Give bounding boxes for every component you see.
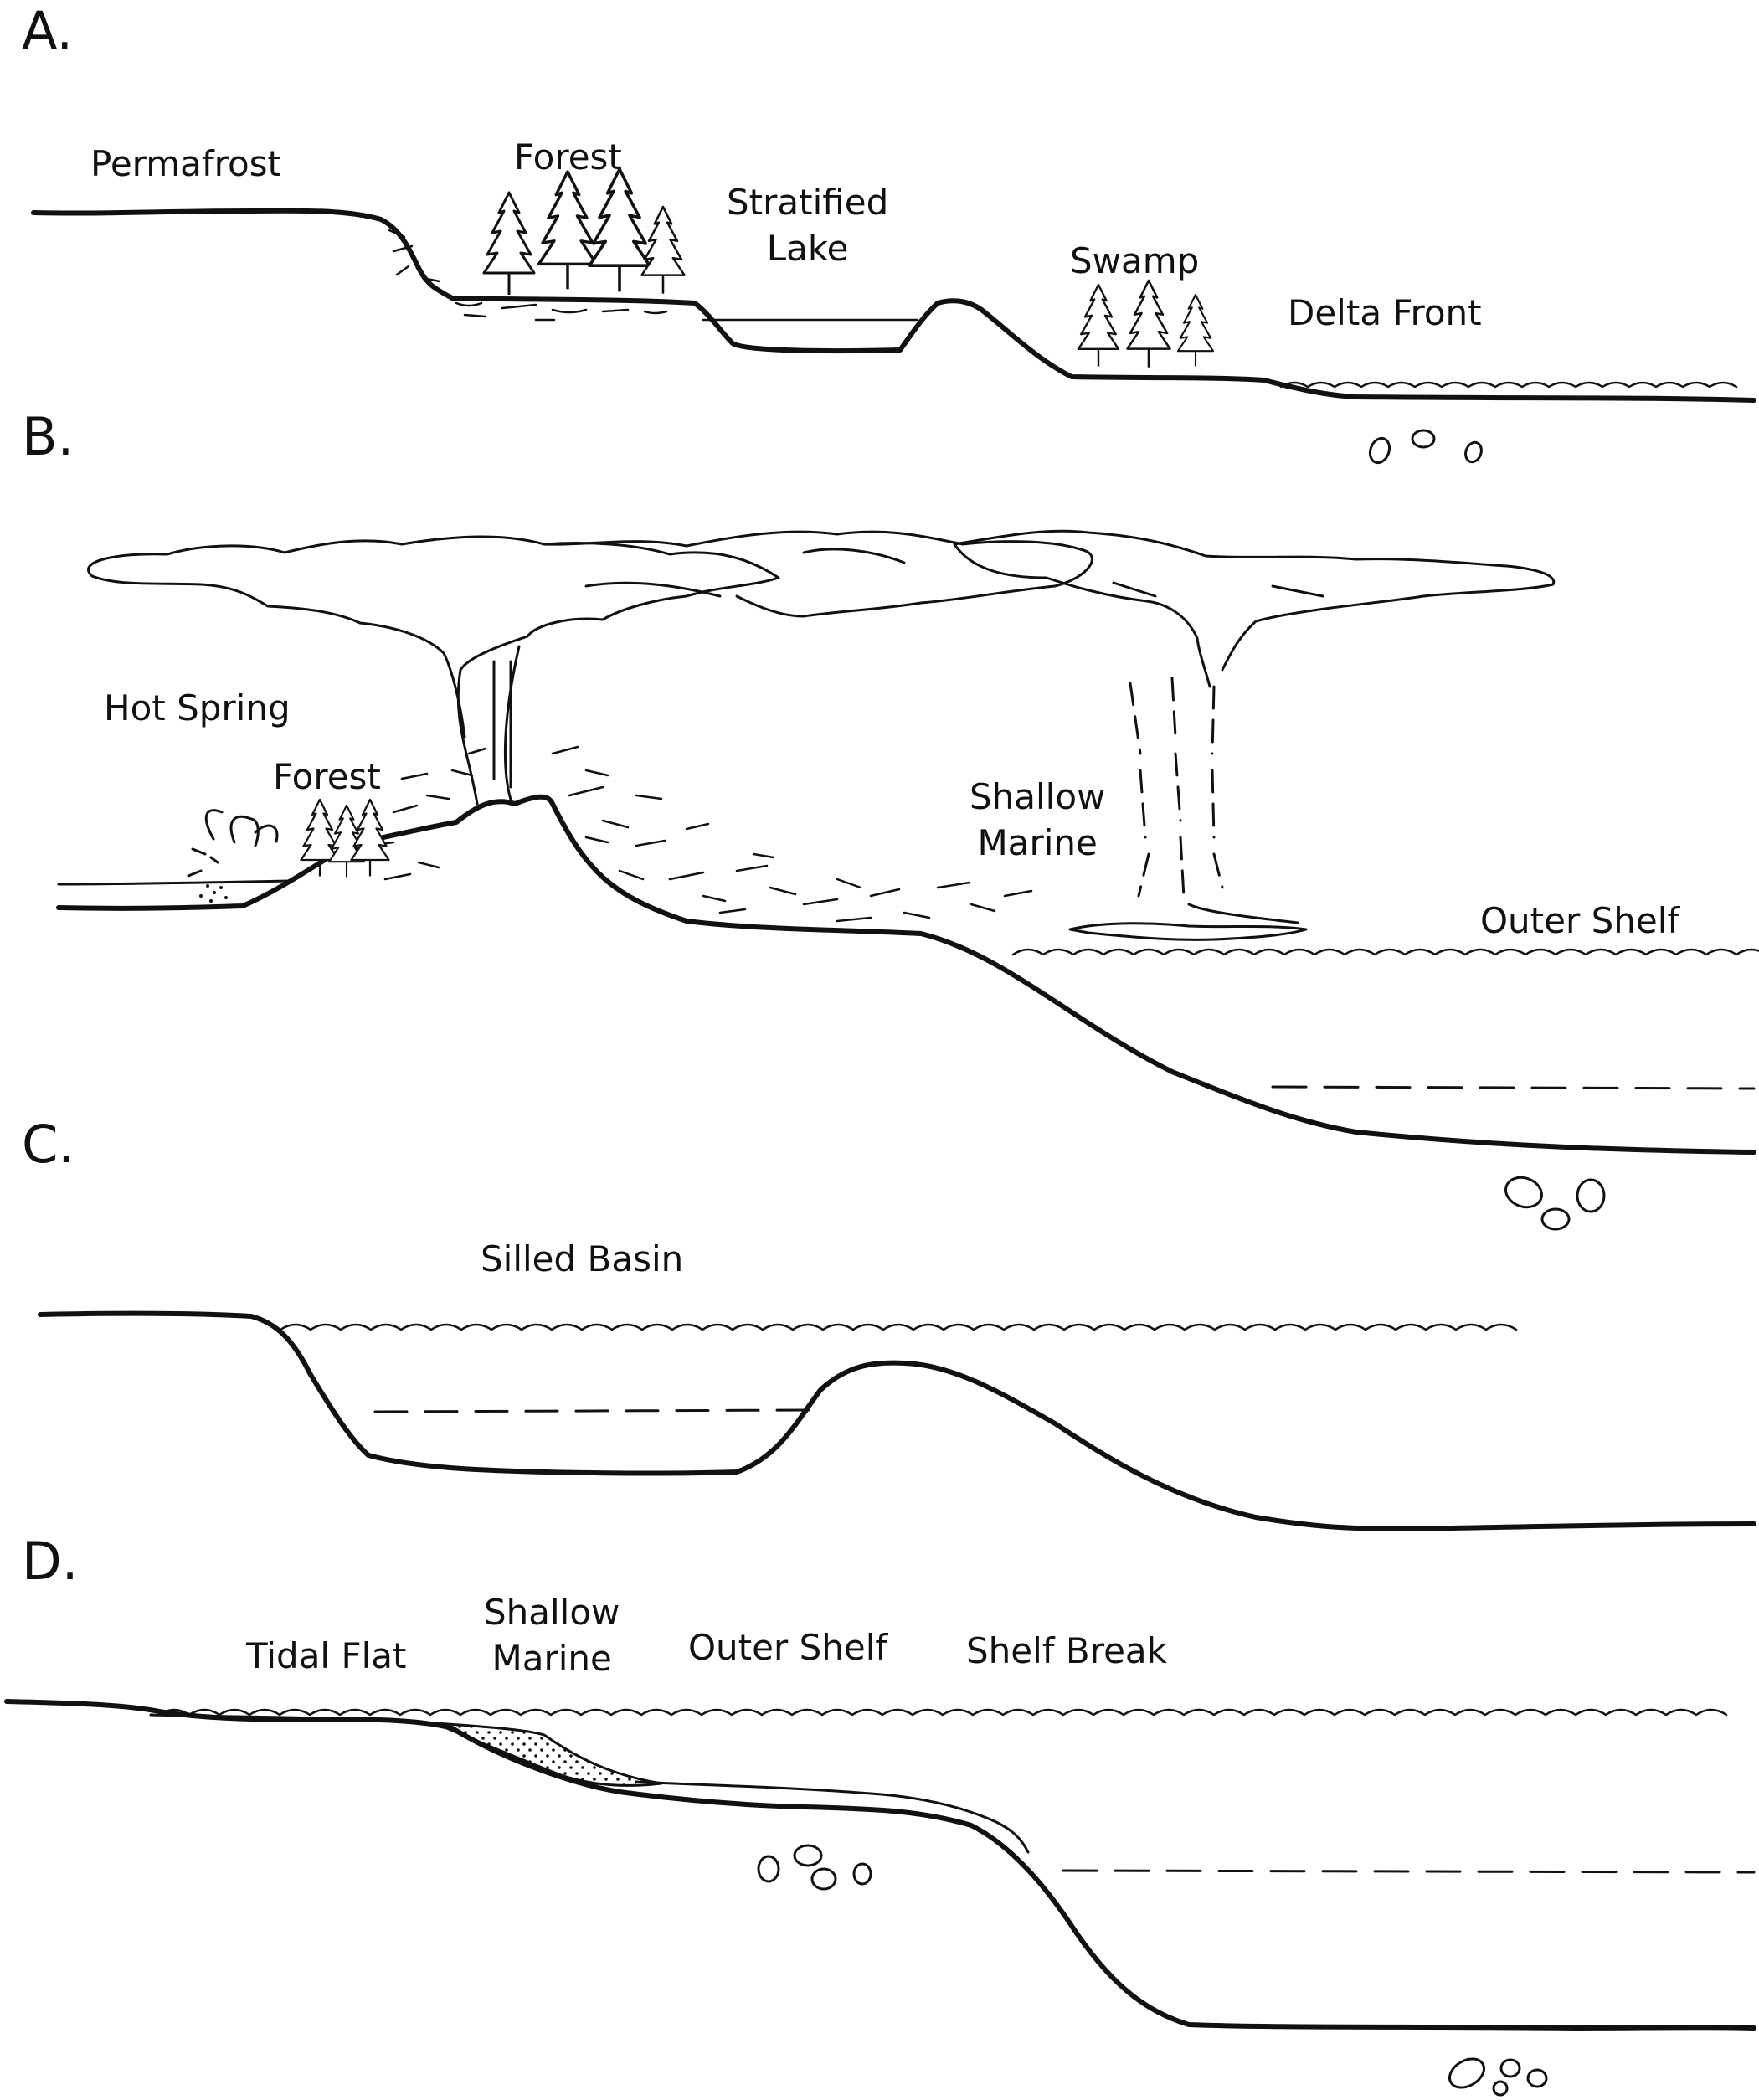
delta-front-label: Delta Front: [1288, 292, 1482, 333]
silled-basin-label: Silled Basin: [481, 1238, 684, 1279]
panel-b-profile: [56, 529, 1759, 1231]
panel-b-eruption-cloud-left: [87, 535, 780, 806]
panel-c-profile: [38, 1310, 1756, 1531]
panel-d-ground-line: [4, 1699, 1756, 2031]
panel-b-letter: B.: [22, 406, 75, 467]
hot-spring-label: Hot Spring: [104, 687, 291, 728]
panel-a-profile: [31, 208, 1756, 465]
panel-c-water-surface: [279, 1323, 1518, 1331]
panel-a-forest-soil: [455, 301, 668, 322]
panel-a-forest-trees: [482, 167, 686, 296]
panel-a-swamp-trees: [1077, 279, 1215, 368]
tidal-flat-label: Tidal Flat: [246, 1635, 407, 1676]
panel-a-delta-water: [1279, 381, 1738, 389]
panel-a-letter: A.: [22, 0, 74, 61]
panel-b-thermocline: [1271, 1085, 1756, 1090]
panel-c-letter: C.: [22, 1114, 75, 1175]
forest-label-b: Forest: [273, 756, 381, 797]
panel-b-rain-column: [1129, 677, 1224, 899]
panel-b-outer-shelf-water: [1011, 948, 1759, 956]
swamp-label: Swamp: [1070, 240, 1200, 281]
panel-d-gravel-shelf: [757, 1844, 872, 1891]
panel-b-gravel: [1504, 1176, 1606, 1231]
forest-label-a: Forest: [514, 136, 622, 178]
panel-b-eruption-cloud-right: [953, 529, 1556, 688]
panel-d-gravel-basin: [1448, 2057, 1548, 2097]
panel-a-permafrost-cracks: [388, 229, 441, 283]
outer-shelf-label-b: Outer Shelf: [1480, 900, 1680, 941]
panel-d-sand-wedge: [434, 1722, 663, 1787]
panel-d-water-surface: [157, 1708, 1728, 1717]
panel-d-shelf-top-line: [149, 1713, 1030, 1854]
panel-b-ash-fall-texture: [551, 745, 1033, 923]
panel-d-profile: [4, 1699, 1756, 2097]
shallow-marine-label-d: Shallow Marine: [484, 1592, 620, 1680]
shallow-marine-label-b: Shallow Marine: [970, 776, 1106, 864]
permafrost-label: Permafrost: [90, 143, 282, 184]
panel-d-letter: D.: [22, 1531, 79, 1592]
outer-shelf-label-d: Outer Shelf: [688, 1627, 888, 1668]
panel-a-ground-line: [31, 208, 1756, 403]
panel-b-eruption-cloud-top: [543, 530, 1093, 618]
panel-b-hot-spring-water: [57, 879, 291, 886]
stratified-lake-label: Stratified Lake: [727, 182, 889, 270]
panel-b-hot-spring-stipple: [199, 884, 228, 903]
panel-a-gravel: [1368, 429, 1483, 465]
panel-d-thermocline: [1062, 1869, 1756, 1874]
shelf-break-label: Shelf Break: [966, 1630, 1167, 1671]
panel-c-ground-line: [38, 1310, 1756, 1531]
panel-c-basin-chemocline: [373, 1408, 814, 1413]
panel-b-shallow-marine-plume: [1068, 903, 1308, 941]
panel-b-hot-spring-plume: [187, 809, 279, 878]
